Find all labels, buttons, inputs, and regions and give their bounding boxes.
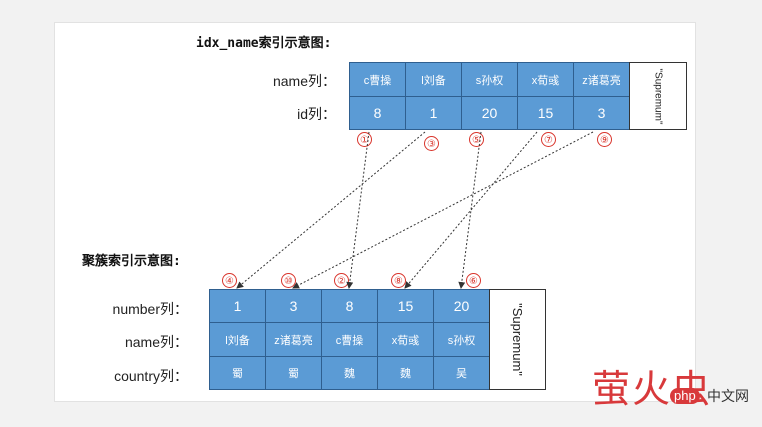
- clustered-number-cell: 1: [209, 289, 266, 323]
- secondary-name-cell: c曹操: [349, 62, 406, 97]
- step-marker: ⑨: [597, 132, 612, 147]
- secondary-index-title: idx_name索引示意图:: [196, 36, 332, 51]
- clustered-name-row-label: name列：: [124, 334, 188, 350]
- clustered-country-cell: 魏: [377, 356, 434, 390]
- step-marker: ⑧: [391, 273, 406, 288]
- secondary-id-row-label: id列：: [297, 106, 336, 122]
- clustered-number-cell: 8: [321, 289, 378, 323]
- clustered-index-title: 聚簇索引示意图:: [82, 254, 181, 269]
- clustered-supremum-record: "Supremum": [489, 289, 546, 390]
- watermark-logo: 萤火虫: [592, 367, 713, 411]
- clustered-name-cell: c曹操: [321, 322, 378, 357]
- clustered-name-cell: x荀彧: [377, 322, 434, 357]
- pointer-arrow: [292, 131, 594, 289]
- step-marker: ②: [334, 273, 349, 288]
- clustered-country-cell: 蜀: [209, 356, 266, 390]
- step-marker: ⑦: [541, 132, 556, 147]
- clustered-name-cell: l刘备: [209, 322, 266, 357]
- pointer-arrow: [236, 131, 426, 289]
- watermark-subtext: 中文网: [707, 389, 749, 405]
- secondary-id-cell: 20: [461, 96, 518, 130]
- pointer-arrow: [404, 131, 538, 289]
- clustered-number-cell: 15: [377, 289, 434, 323]
- clustered-number-cell: 3: [265, 289, 322, 323]
- pointer-arrow: [346, 131, 370, 289]
- step-marker: ⑥: [466, 273, 481, 288]
- step-marker: ③: [424, 136, 439, 151]
- clustered-number-cell: 20: [433, 289, 490, 323]
- secondary-name-cell: z诸葛亮: [573, 62, 630, 97]
- step-marker: ①: [357, 132, 372, 147]
- pointer-arrow: [458, 131, 482, 289]
- secondary-name-cell: l刘备: [405, 62, 462, 97]
- secondary-id-cell: 3: [573, 96, 630, 130]
- clustered-country-row-label: country列：: [114, 368, 188, 384]
- secondary-supremum-record: "Supremum": [629, 62, 687, 130]
- step-marker: ⑤: [469, 132, 484, 147]
- clustered-number-row-label: number列：: [112, 301, 188, 317]
- clustered-country-cell: 魏: [321, 356, 378, 390]
- step-marker: ④: [222, 273, 237, 288]
- secondary-name-cell: s孙权: [461, 62, 518, 97]
- secondary-name-row-label: name列：: [272, 73, 336, 89]
- clustered-name-cell: s孙权: [433, 322, 490, 357]
- secondary-id-cell: 1: [405, 96, 462, 130]
- watermark-badge: php: [670, 388, 700, 404]
